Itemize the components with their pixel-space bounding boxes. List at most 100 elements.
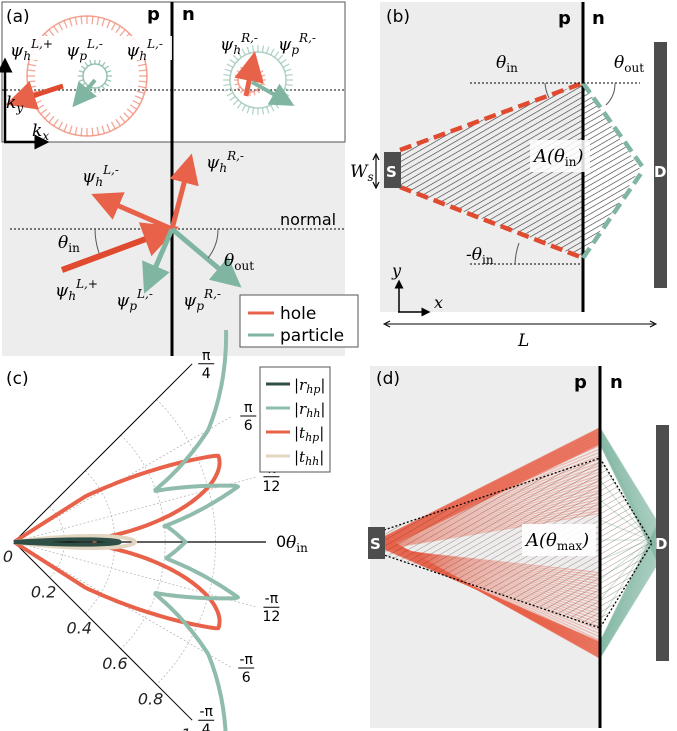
radial-tick-label: 0.4 — [67, 618, 92, 637]
hole-circle-tick — [53, 25, 59, 34]
grid-arc — [84, 470, 116, 614]
particle-circle-right-tick — [261, 45, 265, 53]
particle-circle-right-tick — [226, 63, 234, 68]
hole-circle-tick — [126, 108, 134, 115]
hole-circle-tick — [58, 22, 64, 31]
psi-hLplus-inset: ψhL,+ — [10, 37, 53, 63]
theta-out-label-b: θout — [614, 53, 644, 75]
n-region-label-b: n — [592, 8, 605, 29]
hole-circle-tick — [74, 126, 78, 135]
radial-tick-label: 0.8 — [138, 690, 163, 709]
lower-dashed-hole — [399, 184, 584, 261]
hole-circle-tick — [68, 125, 73, 134]
angle-tick-label: 6 — [242, 670, 251, 686]
angle-tick-label: 12 — [262, 479, 280, 495]
hole-circle-right-tick — [234, 83, 239, 86]
L-label: L — [517, 331, 529, 351]
angle-tick-label: 6 — [244, 418, 253, 434]
hole-circle-tick — [115, 25, 121, 34]
psi-hLminus: ψhL,- — [82, 163, 119, 189]
theta-out-label: θout — [224, 251, 254, 273]
particle-circle-tick — [84, 61, 89, 67]
polar-frame-bottom — [13, 541, 193, 721]
grid-arc — [120, 434, 166, 650]
hole-circle-tick — [63, 20, 68, 29]
hole-circle-tick — [106, 123, 111, 132]
panel-d-label: (d) — [376, 369, 400, 389]
psi-hLplus: ψhL,+ — [55, 277, 98, 303]
particle-circle-tick — [104, 82, 110, 87]
transmitted-hole-arrow — [169, 153, 199, 230]
curve-thh — [13, 534, 137, 550]
legend-rhh-label: |rhh| — [294, 400, 325, 420]
theta-out-arc — [207, 228, 219, 259]
hole-circle-tick — [115, 118, 121, 127]
curve-thp — [12, 453, 222, 631]
inset-particle-arrow-right — [251, 80, 295, 106]
hole-circle-right-tick — [261, 83, 266, 86]
particle-circle-right-tick — [270, 48, 275, 56]
hole-circle-tick — [136, 90, 145, 95]
hole-circle-tick — [137, 63, 146, 67]
legend-thp-label: |thp| — [294, 424, 324, 444]
psi-hRminus: ψhR,- — [206, 149, 244, 175]
panel-c-legend: |rhp| |rhh| |thp| |thh| — [259, 366, 331, 473]
hole-circle-tick — [40, 108, 48, 115]
hole-circle-tick — [96, 17, 100, 26]
grid-spoke — [13, 541, 258, 608]
radial-tick-label: 1 — [181, 725, 191, 731]
hole-circle-tick — [28, 63, 37, 67]
hole-circle-tick — [27, 80, 36, 83]
hole-circle-tick — [110, 121, 116, 130]
particle-circle-right-tick — [273, 51, 280, 58]
angle-tick-label: 4 — [202, 722, 211, 731]
panel-a: (a) p n ψhL,+ ψpL,- ψhL,- ψhR,- ψpR,- ky… — [0, 1, 359, 356]
theta-in-label-b: θin — [496, 53, 518, 75]
angle-tick-label: 12 — [262, 609, 280, 625]
hole-circle-tick — [138, 80, 147, 83]
particle-circle-right-tick — [285, 73, 293, 77]
psi-pLminus-inset: ψpL,- — [66, 37, 103, 63]
hole-circle-tick — [129, 104, 138, 110]
angle-tick-label: π — [202, 348, 211, 364]
particle-circle-tick — [101, 61, 106, 67]
incident-hole-arrow — [60, 222, 179, 273]
hole-circle-tick — [106, 20, 111, 29]
angle-tick-label: 0 — [276, 532, 286, 551]
psi-pLminus: ψpL,- — [116, 287, 153, 313]
legend-rhp-label: |rhp| — [294, 376, 325, 396]
psi-pRminus: ψpR,- — [183, 287, 221, 313]
particle-circle-tick — [98, 59, 101, 65]
angle-tick-label: -π — [265, 591, 279, 607]
hole-circle-tick — [134, 95, 143, 100]
particle-circle-right-tick — [236, 102, 243, 109]
angle-tick-label: 4 — [202, 366, 211, 382]
reflected-particle-arrow — [142, 228, 175, 294]
angle-tick-label: -π — [199, 704, 213, 720]
particle-circle-tick — [98, 87, 101, 93]
hole-circle-right-tick — [253, 91, 256, 96]
hole-circle-tick — [132, 99, 141, 105]
transmitted-particle-arrow — [170, 227, 242, 288]
reflected-hole-arrow — [91, 192, 173, 232]
particle-circle-right-tick — [270, 104, 275, 112]
x-axis-label-b: x — [434, 293, 443, 312]
p-region-label: p — [147, 4, 160, 25]
particle-circle-right-tick — [266, 106, 270, 114]
panel-b-label: (b) — [386, 7, 410, 27]
y-axis-label-b: y — [391, 261, 402, 280]
panel-a-legend: hole particle — [239, 294, 359, 348]
ws-label: Ws — [350, 162, 374, 184]
particle-ray — [599, 439, 656, 551]
hatched-region — [400, 83, 640, 258]
detector-bar-d — [656, 425, 669, 661]
particle-circle-right-tick — [251, 45, 255, 53]
source-bar-d — [368, 527, 385, 559]
hole-circle-tick — [101, 18, 106, 27]
inset-hole-arrow-right — [234, 51, 264, 97]
particle-circle-right-tick — [223, 83, 231, 87]
theta-in-arc — [94, 228, 100, 254]
particle-circle-right-tick — [284, 68, 292, 72]
